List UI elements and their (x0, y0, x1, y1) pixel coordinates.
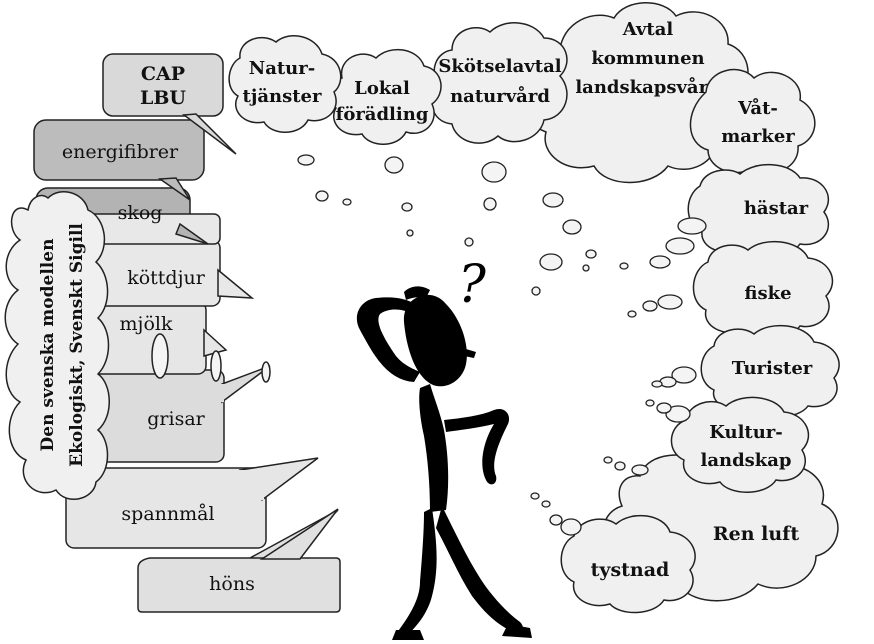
label-avtal: Avtal (622, 19, 674, 40)
label-spannmal: spannmål (121, 503, 214, 525)
cloud-kulturlandskap: Kultur- landskap (670, 396, 810, 493)
figure-right-leg (436, 506, 523, 633)
bubble-cap-lbu: CAP LBU (102, 53, 237, 155)
label-lbu: LBU (140, 87, 186, 109)
figure-torso (419, 384, 449, 512)
label-marker: marker (721, 126, 795, 147)
label-mjolk: mjölk (120, 313, 173, 335)
label-skotselavtal: Skötselavtal (438, 56, 561, 77)
label-skog: skog (118, 202, 163, 224)
figure-right-foot (502, 624, 532, 638)
label-energifibrer: energifibrer (62, 141, 179, 163)
cloud-fiske: fiske (692, 240, 834, 339)
bubble-hons: höns (137, 508, 341, 613)
label-vat: Våt- (737, 96, 778, 119)
cloud-svenska-modellen: Den svenska modellen Ekologiskt, Svenskt… (4, 191, 110, 500)
label-foradling: förädling (336, 104, 429, 125)
connector-ellipse (261, 361, 271, 383)
figure-hip-arm (444, 408, 510, 485)
label-ren-luft: Ren luft (713, 523, 800, 545)
label-natur: Natur- (249, 58, 315, 79)
label-kommunen: kommunen (591, 48, 704, 69)
label-hastar: hästar (744, 198, 809, 219)
figure-left-leg (396, 508, 437, 638)
cloud-naturtjanster: Natur- tjänster (228, 35, 342, 133)
label-fiske: fiske (744, 283, 791, 304)
label-kottdjur: köttdjur (127, 267, 206, 289)
right-clouds: Våt- marker hästar fiske Turister Ren lu… (560, 68, 840, 614)
label-svenska-modellen: Den svenska modellen (38, 239, 58, 452)
label-ekologiskt-sigill: Ekologiskt, Svenskt Sigill (67, 223, 87, 467)
connector-ellipse (151, 333, 169, 379)
label-naturvard: naturvård (450, 84, 550, 107)
figure-raised-arm (356, 297, 425, 382)
cloud-lokal-foradling: Lokal förädling (326, 48, 442, 145)
question-mark: ? (458, 255, 487, 315)
label-kultur: Kultur- (709, 422, 783, 443)
label-landskapsvard: landskapsvård (575, 75, 721, 98)
label-landskap: landskap (700, 450, 791, 471)
label-hons: höns (209, 573, 255, 595)
label-tystnad: tystnad (591, 559, 670, 581)
cloud-vatmarker: Våt- marker (689, 68, 816, 174)
connector-ellipse (210, 350, 222, 382)
label-turister: Turister (732, 358, 813, 379)
label-tjanster: tjänster (243, 86, 322, 107)
thinking-figure: ? (356, 255, 532, 640)
label-cap: CAP (141, 63, 185, 85)
cloud-skotselavtal: Skötselavtal naturvård (431, 22, 568, 144)
label-grisar: grisar (147, 408, 205, 430)
bubble-spannmal: spannmål (65, 457, 319, 549)
cloud-tystnad: tystnad (560, 514, 696, 614)
figure-left-foot (392, 630, 424, 640)
figure-head (403, 294, 467, 387)
bubble-energifibrer: energifibrer (33, 119, 205, 201)
bubble-grisar: grisar (73, 365, 271, 463)
cloud-hastar: hästar (687, 163, 830, 257)
bubble-kottdjur: köttdjur (73, 239, 255, 307)
label-lokal: Lokal (354, 78, 410, 99)
thought-dots (297, 154, 707, 536)
figure-fingers (404, 286, 430, 300)
figure-nose (454, 346, 476, 358)
cloud-turister: Turister (700, 324, 840, 418)
